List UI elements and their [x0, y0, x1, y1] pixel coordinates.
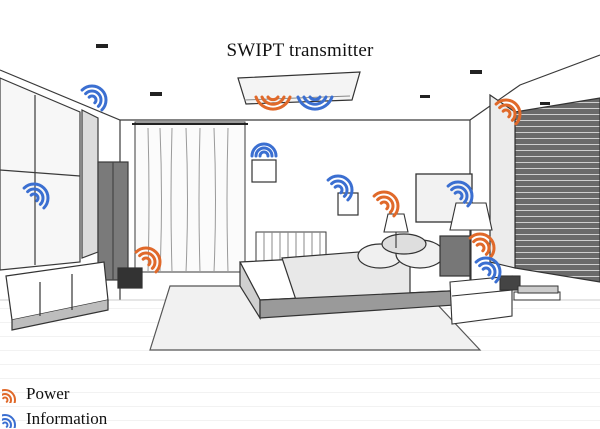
information-icon-ceiling-left	[80, 84, 108, 112]
center-window-curtains	[132, 121, 248, 273]
legend-information: Information	[2, 409, 107, 429]
legend-power: Power	[2, 384, 69, 404]
information-icon-wall-box	[250, 142, 278, 158]
left-window	[0, 77, 99, 271]
transmitter-power-arcs	[254, 95, 292, 111]
wardrobe	[97, 161, 129, 281]
right-window-blinds	[489, 93, 600, 283]
legend-information-label: Information	[26, 409, 108, 428]
legend-power-label: Power	[26, 384, 70, 403]
power-icon-wall-center	[372, 190, 400, 218]
floor-books	[513, 285, 561, 301]
wifi-power-icon	[2, 389, 16, 404]
tv-console	[5, 261, 143, 331]
right-lamp-nightstand	[449, 202, 521, 325]
diagram-title: SWIPT transmitter	[226, 40, 374, 61]
information-icon-nightstand	[474, 256, 502, 284]
wall-receiver-box	[251, 159, 277, 183]
transmitter-information-arcs	[296, 95, 334, 111]
wall-picture-small	[337, 192, 359, 216]
information-icon-wall-center	[326, 174, 354, 202]
wifi-information-icon	[2, 414, 16, 429]
ceiling-lights	[96, 44, 550, 105]
information-icon-wall-art	[446, 180, 474, 208]
bed	[239, 233, 471, 321]
power-icon-right-lamp	[468, 232, 496, 260]
power-icon-right-window	[494, 98, 522, 126]
information-icon-left-window	[22, 182, 50, 210]
power-icon-wardrobe	[134, 246, 162, 274]
left-lamp	[383, 213, 409, 248]
